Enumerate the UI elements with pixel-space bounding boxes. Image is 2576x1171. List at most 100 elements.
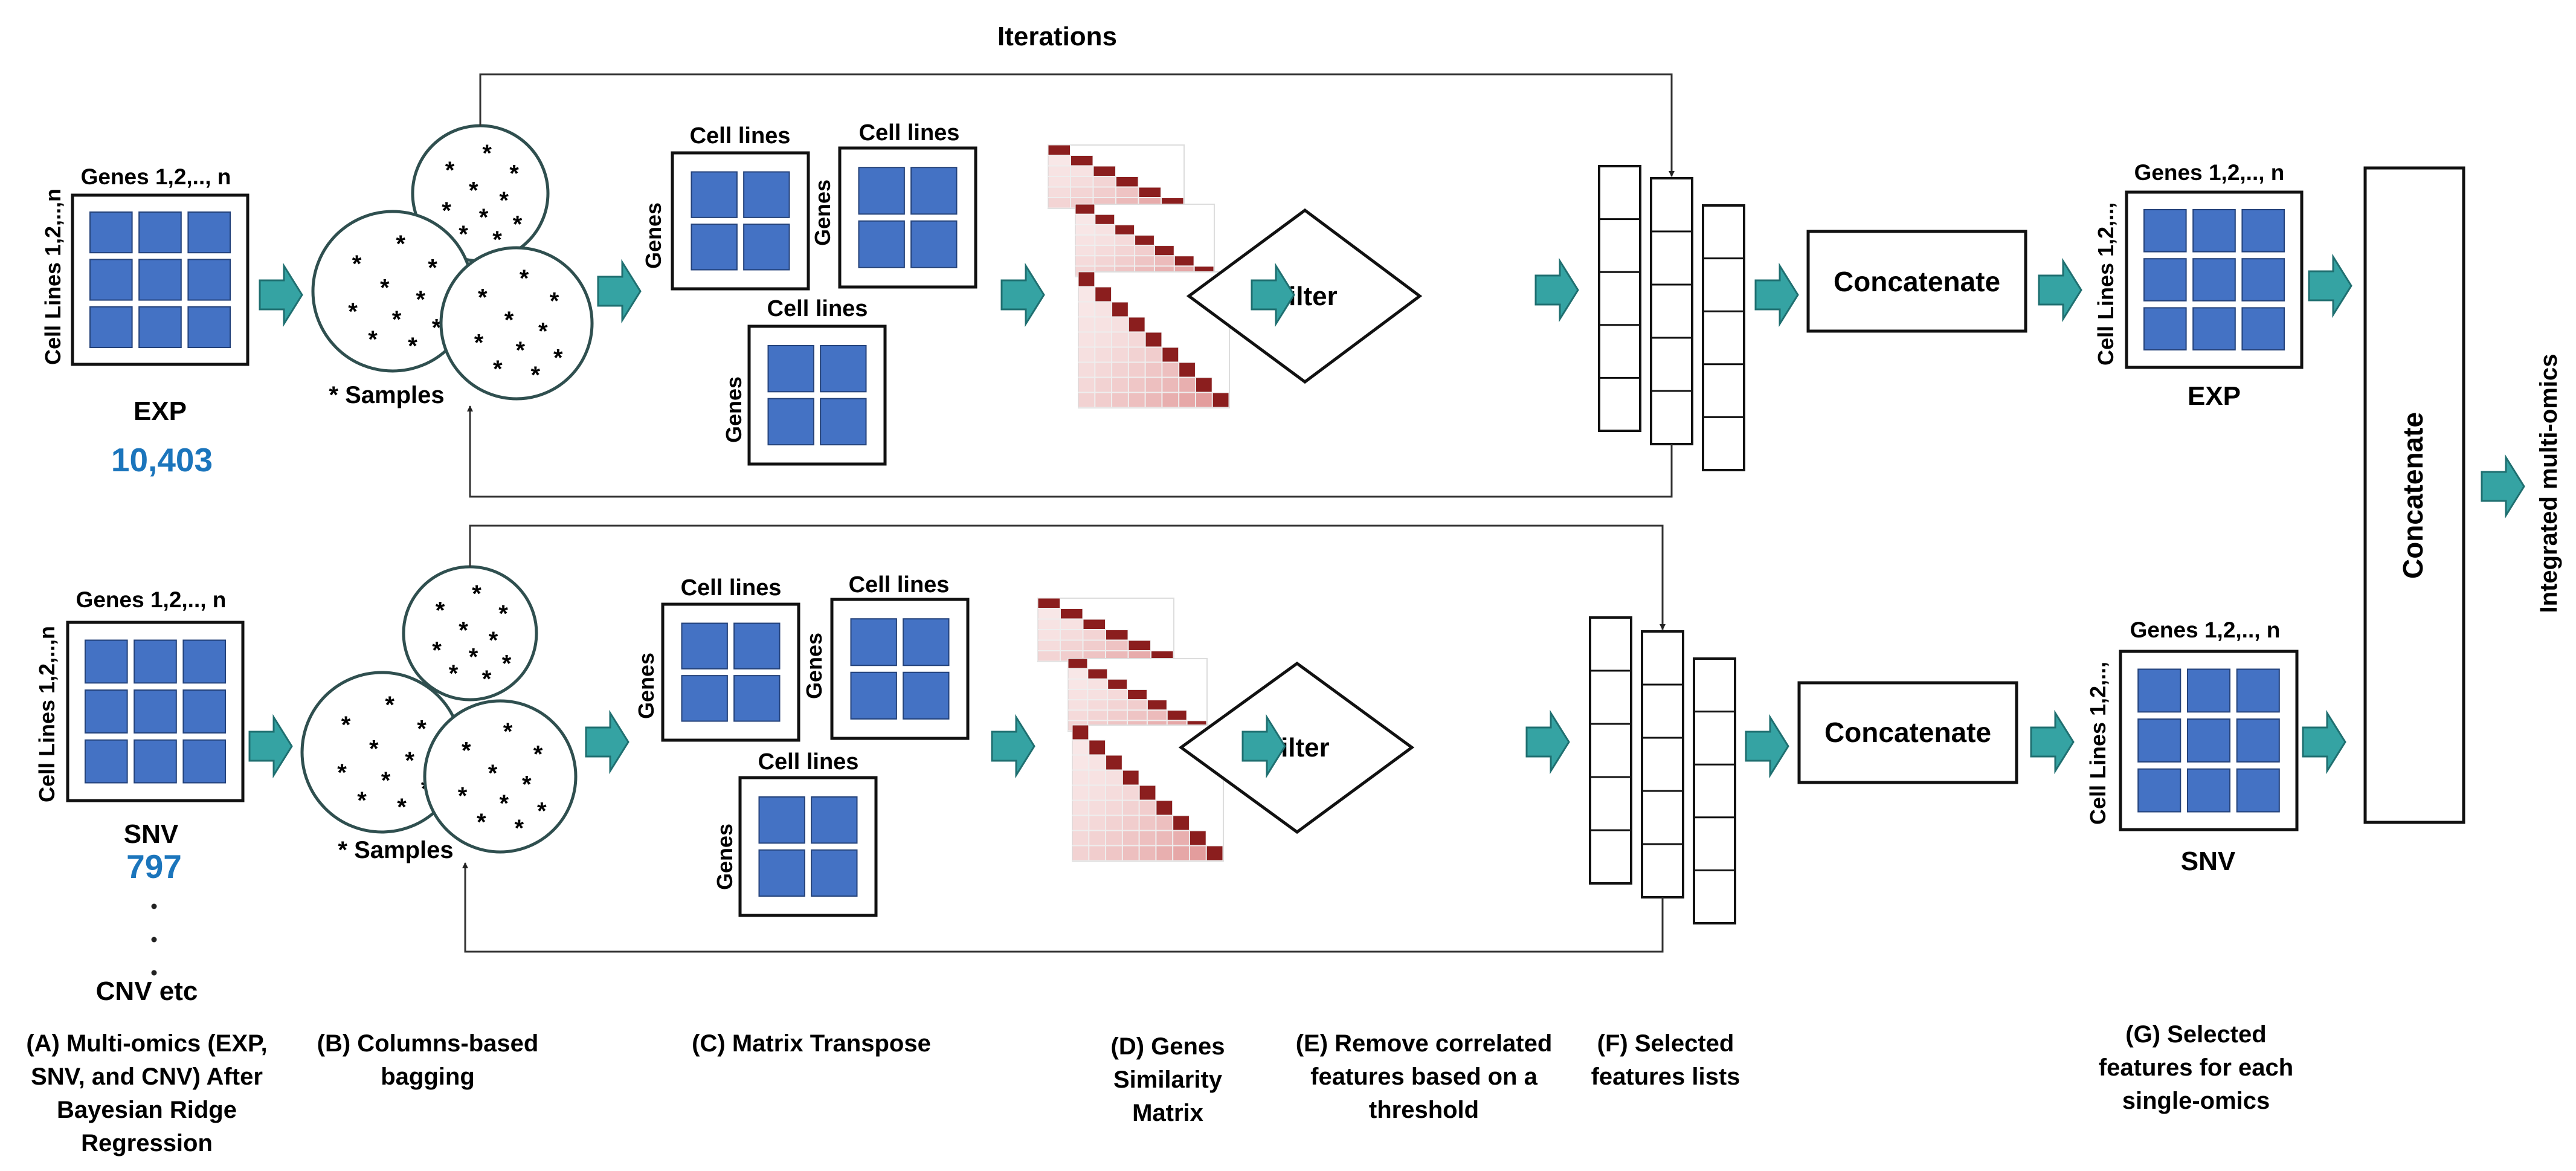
matrix-cell: [2236, 718, 2280, 763]
bag-circle: **********: [300, 671, 463, 834]
similarity-heatmap: [1078, 271, 1230, 408]
heatmap-cell: [1060, 619, 1083, 630]
matrix-cell: [903, 671, 950, 720]
matrix-cell: [2192, 209, 2236, 253]
transpose-matrix: [747, 324, 887, 466]
bag-circle: **********: [423, 699, 578, 854]
sample-asterisk: *: [380, 274, 390, 301]
sample-asterisk: *: [482, 140, 492, 167]
snv-input-matrix: [66, 621, 245, 802]
flow-arrow: [1745, 714, 1789, 779]
heatmap-cell: [1078, 271, 1095, 287]
sample-asterisk: *: [488, 760, 498, 787]
sample-asterisk: *: [369, 735, 379, 762]
matrix-cell: [2192, 307, 2236, 350]
heatmap-cell: [1115, 224, 1135, 235]
heatmap-cell: [1075, 245, 1095, 256]
heatmap-cell: [1095, 214, 1115, 225]
heatmap-cell: [1173, 815, 1190, 831]
flow-arrow: [597, 259, 642, 324]
matrix-cell: [858, 167, 905, 215]
matrix-cell: [691, 224, 738, 271]
matrix-cell: [903, 618, 950, 666]
matrix-cell: [733, 622, 781, 669]
ellipsis-dots: [151, 903, 157, 976]
heatmap-cell: [1122, 830, 1139, 846]
heatmap-cell: [1135, 234, 1154, 246]
sample-asterisk: *: [478, 284, 488, 311]
sample-asterisk: *: [474, 329, 484, 356]
flow-arrow: [1251, 262, 1295, 327]
heatmap-cell: [1089, 770, 1106, 786]
teal-arrow-shape: [248, 714, 293, 779]
heatmap-cell: [1048, 176, 1071, 187]
concatenate-label: Concatenate: [1834, 266, 2000, 297]
exp-output-cell-lines-axis: Cell Lines 1,2,..,: [2093, 202, 2118, 366]
matrix-cell: [2241, 258, 2285, 302]
teal-arrow-shape: [2038, 257, 2082, 323]
heatmap-cell: [1089, 755, 1106, 770]
matrix-cell: [681, 675, 728, 722]
matrix-cell: [733, 675, 781, 722]
genes-axis-label: Genes: [810, 179, 835, 246]
heatmap-cell: [1071, 166, 1093, 176]
feature-list-frame: [1702, 204, 1745, 471]
heatmap-cell: [1112, 392, 1129, 408]
heatmap-cell: [1112, 317, 1129, 332]
sample-asterisk: *: [337, 760, 347, 786]
sample-asterisk: *: [408, 333, 417, 360]
teal-arrow-shape: [259, 262, 303, 327]
heatmap-cell: [1107, 700, 1128, 711]
heatmap-cell: [1122, 800, 1139, 816]
heatmap-cell: [1106, 815, 1122, 831]
heatmap-cell: [1174, 256, 1194, 266]
matrix-cell: [743, 224, 790, 271]
transpose-matrix: [671, 151, 810, 291]
sample-asterisk: *: [533, 741, 543, 768]
bag-circle: **********: [411, 124, 550, 263]
heatmap-cell: [1112, 347, 1129, 363]
matrix-cell: [811, 796, 858, 844]
filter-diamond: [1178, 661, 1415, 834]
sample-asterisk: *: [449, 660, 459, 687]
flow-arrow: [1525, 709, 1570, 775]
heatmap-cell: [1145, 377, 1162, 393]
sample-asterisk: *: [520, 265, 529, 292]
heatmap-cell: [1162, 377, 1179, 393]
caption-line: (G) Selected: [2125, 1021, 2266, 1048]
sample-asterisk: *: [482, 666, 492, 692]
exp-cell-lines-axis: Cell Lines 1,2,..,n: [40, 189, 65, 365]
heatmap-cell: [1075, 256, 1095, 266]
heatmap-cell: [1078, 332, 1095, 347]
caption-line: single-omics: [2122, 1088, 2270, 1114]
matrix-cell: [187, 211, 231, 254]
heatmap-cell: [1087, 710, 1108, 721]
heatmap-cell: [1139, 785, 1156, 801]
sample-asterisk: *: [417, 715, 427, 742]
heatmap-cell: [1048, 187, 1071, 198]
heatmap-cell: [1093, 166, 1116, 176]
genes-axis-label: Genes: [802, 633, 826, 699]
teal-arrow-shape: [597, 259, 642, 324]
integrated-multi-omics-label: Integrated multi-omics: [2536, 354, 2562, 613]
matrix-cell: [910, 220, 958, 268]
heatmap-cell: [1093, 187, 1116, 198]
teal-arrow-shape: [2302, 709, 2346, 775]
caption-line: (B) Columns-based: [317, 1030, 539, 1057]
sample-circle: [423, 699, 578, 854]
sample-circle: [402, 565, 538, 702]
teal-arrow-shape: [1000, 262, 1045, 327]
heatmap-cell: [1116, 187, 1139, 198]
heatmap-cell: [1095, 332, 1112, 347]
heatmap-cell: [1135, 256, 1154, 266]
sample-asterisk: *: [462, 737, 471, 764]
heatmap-cell: [1037, 630, 1060, 640]
sample-asterisk: *: [499, 790, 509, 817]
cell-lines-label: Cell lines: [681, 575, 782, 601]
heatmap-cell: [1083, 640, 1106, 651]
matrix-cell: [2241, 209, 2285, 253]
heatmap-cell: [1072, 800, 1089, 816]
heatmap-cell: [1128, 332, 1145, 347]
